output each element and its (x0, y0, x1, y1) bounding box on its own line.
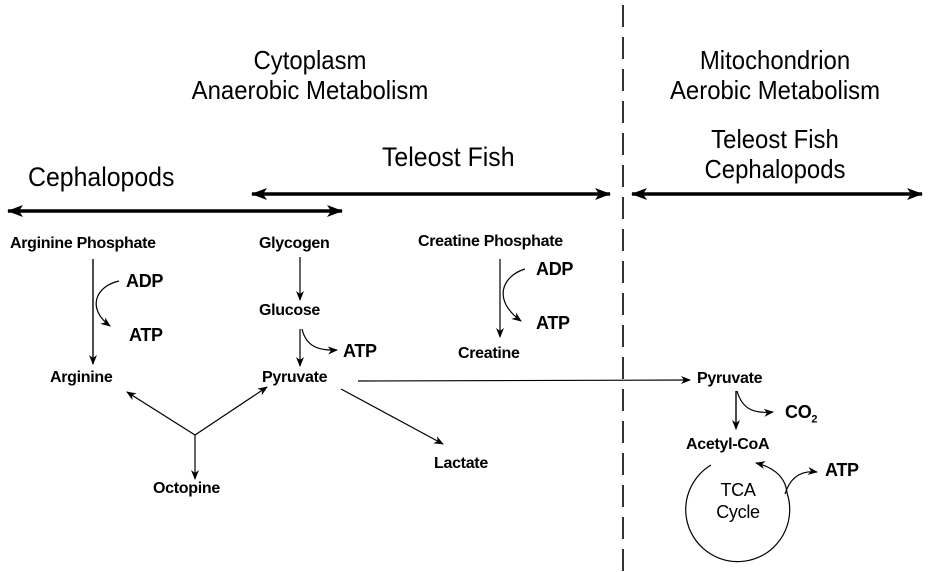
cytoplasm-subtitle: Anaerobic Metabolism (191, 75, 429, 105)
node-atp-4: ATP (825, 460, 859, 480)
node-arginine: Arginine (50, 369, 113, 386)
node-acetyl-coa: Acetyl-CoA (686, 436, 770, 453)
mitochondrion-title: Mitochondrion (699, 45, 851, 75)
arrow-adp-atp-1 (95, 280, 120, 327)
arrow-to-arginine-diag (126, 391, 196, 436)
arrow-adp-atp-3 (502, 268, 526, 322)
node-atp-2: ATP (343, 341, 377, 361)
node-adp-1: ADP (126, 271, 164, 291)
arrow-pyruvate-to-lactate (340, 388, 444, 445)
node-tca-cycle: TCA Cycle (708, 479, 768, 523)
arrow-atp-2 (301, 328, 338, 355)
cytoplasm-title: Cytoplasm (253, 45, 367, 75)
node-atp-3: ATP (536, 313, 570, 333)
co2-label: CO (785, 402, 812, 422)
mitochondrion-header: Mitochondrion Aerobic Metabolism (642, 45, 909, 105)
node-arginine-phosphate: Arginine Phosphate (10, 235, 156, 252)
arrow-co2 (736, 390, 774, 417)
group-cephalopods: Cephalopods (28, 162, 175, 192)
node-adp-3: ADP (536, 259, 574, 279)
group-teleost-fish: Teleost Fish (382, 142, 515, 172)
node-creatine-phosphate: Creatine Phosphate (418, 233, 563, 250)
cytoplasm-header: Cytoplasm Anaerobic Metabolism (154, 45, 467, 105)
node-glycogen: Glycogen (259, 235, 330, 252)
co2-subscript: 2 (811, 413, 818, 426)
node-pyruvate-mito: Pyruvate (697, 370, 763, 387)
mito-group-labels: Teleost Fish Cephalopods (642, 124, 909, 184)
mito-group-line2: Cephalopods (704, 154, 846, 184)
node-creatine: Creatine (458, 345, 520, 362)
arrow-atp-4 (784, 466, 818, 495)
node-pyruvate-cyto: Pyruvate (262, 369, 328, 386)
node-octopine: Octopine (153, 480, 220, 497)
arrow-to-pyruvate-diag (194, 386, 268, 436)
arrow-pyruvate-to-mito (357, 376, 691, 385)
mito-group-line1: Teleost Fish (711, 124, 839, 154)
node-lactate: Lactate (434, 455, 488, 472)
node-atp-1: ATP (129, 325, 163, 345)
mitochondrion-subtitle: Aerobic Metabolism (669, 75, 881, 105)
node-co2: CO2 (785, 402, 818, 426)
tca-line2: Cycle (716, 502, 760, 522)
node-glucose: Glucose (259, 302, 321, 319)
tca-line1: TCA (720, 480, 756, 500)
